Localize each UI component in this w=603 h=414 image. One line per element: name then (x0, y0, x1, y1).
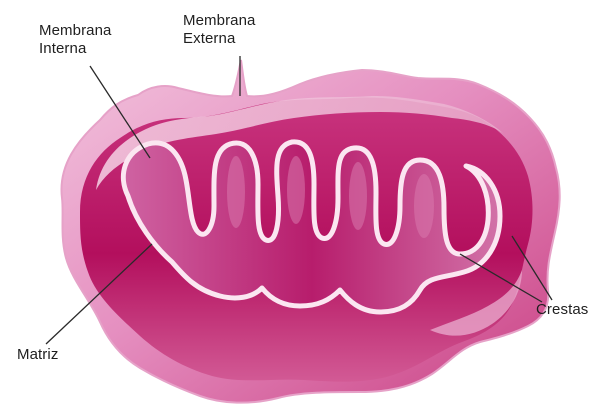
inner-membrane-label: Membrana Interna (39, 22, 112, 58)
matrix-label: Matriz (17, 346, 58, 364)
outer-membrane-label: Membrana Externa (183, 12, 256, 48)
cristae-label: Crestas (536, 301, 588, 319)
